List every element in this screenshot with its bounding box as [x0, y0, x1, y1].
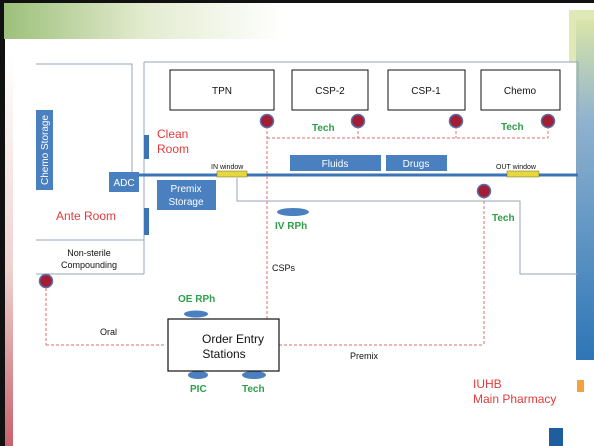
frame-left: [0, 0, 5, 446]
marker-csp-2: [350, 113, 366, 129]
hood-csp-1-label: CSP-1: [411, 86, 441, 97]
premix-storage-label-1: Premix: [170, 184, 201, 195]
tech-csp-label: Tech: [312, 123, 335, 134]
order-entry-label-1: Order Entry: [202, 332, 264, 346]
iv-rph-label: IV RPh: [275, 221, 307, 232]
chemo-storage-label: Chemo Storage: [40, 115, 51, 185]
drugs-box: [386, 155, 447, 171]
staff-labels: Tech Tech IV RPh Tech OE RPh PIC Tech: [178, 122, 524, 395]
frame-top: [0, 0, 594, 3]
top-gradient-band: [4, 3, 284, 39]
hood-tpn: [169, 69, 275, 111]
door-clean-upper: [144, 135, 149, 159]
order-entry-box: [167, 318, 280, 372]
pill-iv-rph: [277, 208, 309, 216]
chemo-storage-box: [36, 110, 53, 190]
fluids-label: Fluids: [322, 159, 349, 170]
tech-out-label: Tech: [492, 213, 515, 224]
left-gradient-band: [5, 55, 13, 446]
room-labels: Clean Room Ante Room IUHB Main Pharmacy: [56, 127, 556, 406]
pic-label: PIC: [190, 384, 207, 395]
non-sterile-label-2: Compounding: [61, 260, 117, 270]
flow-premix-label: Premix: [350, 351, 379, 361]
building-walls: [36, 61, 579, 275]
pill-pic: [188, 371, 208, 379]
pharmacy-label-1: IUHB: [473, 377, 502, 391]
marker-non-sterile: [38, 273, 54, 289]
premix-storage-label-2: Storage: [168, 197, 203, 208]
tech-oe-label: Tech: [242, 384, 265, 395]
pharmacy-label-2: Main Pharmacy: [473, 392, 556, 406]
corner-accent-orange: [577, 380, 584, 392]
tech-chemo-label: Tech: [501, 122, 524, 133]
adc-label: ADC: [113, 178, 134, 189]
marker-chemo: [540, 113, 556, 129]
pill-tech-oe: [242, 371, 266, 379]
hood-chemo-label: Chemo: [504, 86, 537, 97]
order-entry-label-2: Stations: [202, 347, 245, 361]
fluids-box: [290, 155, 381, 171]
clean-room-label-1: Clean: [157, 127, 188, 141]
out-window: [506, 170, 540, 178]
clean-room-label-2: Room: [157, 142, 189, 156]
marker-csp-1: [448, 113, 464, 129]
hood-csp-2-label: CSP-2: [315, 86, 345, 97]
flow-csps-label: CSPs: [272, 263, 296, 273]
wall-sterile-lower: [236, 178, 578, 275]
flow-oral-label: Oral: [100, 327, 117, 337]
staff-pills: [184, 208, 309, 379]
right-gradient-band: [576, 20, 594, 360]
drugs-label: Drugs: [403, 159, 430, 170]
in-window-label: IN window: [211, 164, 244, 171]
oe-rph-label: OE RPh: [178, 294, 215, 305]
corner-accent-blue: [549, 428, 563, 446]
ante-room-label: Ante Room: [56, 209, 116, 223]
out-window-label: OUT window: [496, 164, 537, 171]
non-sterile-label-1: Non-sterile: [67, 248, 111, 258]
marker-out-tech: [476, 183, 492, 199]
pill-oe-rph: [184, 310, 208, 318]
marker-tpn: [259, 113, 275, 129]
adc-box: [109, 172, 139, 192]
hood-chemo: [480, 69, 561, 111]
hood-csp-1: [387, 69, 466, 111]
hood-csp-2: [291, 69, 369, 111]
hood-tpn-label: TPN: [212, 86, 232, 97]
staff-markers: [38, 113, 556, 289]
door-clean-lower: [144, 208, 149, 235]
in-window: [216, 170, 248, 178]
premix-storage-box: [157, 180, 216, 210]
wall-chemo-storage: [36, 63, 133, 176]
flow-paths: [45, 121, 549, 346]
